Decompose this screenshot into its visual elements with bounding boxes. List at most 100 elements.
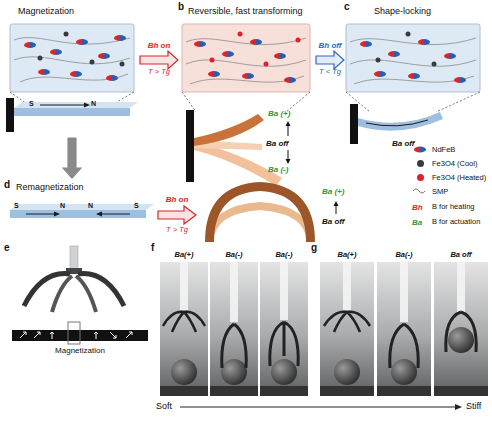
- panel-region: Shape-locking: [344, 4, 484, 134]
- arrow-head: [334, 201, 339, 206]
- fe3o4-cool: [38, 56, 43, 61]
- annotation-label: Ba (+): [268, 110, 290, 118]
- photo-frame: [434, 262, 488, 396]
- stage-base: [260, 386, 308, 396]
- fe3o4-cool: [376, 58, 381, 63]
- stage-base: [210, 386, 258, 396]
- annotation-label: Soft: [156, 402, 172, 411]
- ndfeb-particle: [76, 39, 88, 45]
- stage-base: [320, 386, 374, 396]
- annotation-label: N: [88, 202, 93, 209]
- legend-text: SMP: [432, 188, 448, 196]
- fe3o4-heated: [238, 32, 243, 37]
- fe3o4-cool: [432, 62, 437, 67]
- legend-swatch: [417, 174, 424, 181]
- photo-frame: [160, 262, 208, 396]
- gripper-closed: [270, 322, 298, 366]
- ndfeb-particle: [222, 51, 234, 57]
- fe3o4-cool: [90, 60, 95, 65]
- stiffness-arrow: [180, 406, 456, 407]
- annotation-label: Ba off: [266, 140, 289, 148]
- annotation-label: Ba off: [392, 140, 415, 148]
- ndfeb-particle: [388, 51, 400, 57]
- magnetization-arrow: [26, 214, 56, 215]
- annotation-label: Ba(+): [175, 251, 194, 259]
- photo-frame: [320, 262, 374, 396]
- annotation-label: Ba: [412, 219, 422, 227]
- gripper-closed: [222, 324, 247, 368]
- steel-ball: [221, 359, 247, 385]
- fe3o4-cool: [64, 32, 69, 37]
- arrow-head: [286, 159, 291, 164]
- arrow-head: [96, 212, 102, 217]
- heating-arrow: [158, 206, 196, 224]
- holder-tube: [280, 262, 288, 320]
- fe3o4-heated: [210, 58, 215, 63]
- arrow-head: [455, 404, 462, 410]
- magnetization-arrows: [20, 332, 132, 339]
- process-arrow: [140, 51, 178, 69]
- ndfeb-particle: [50, 49, 62, 55]
- holder-tube: [180, 262, 188, 310]
- annotation-label: Ba(+): [338, 251, 357, 259]
- annotation-label: Ba (-): [268, 166, 288, 174]
- clamp-wall: [350, 104, 358, 144]
- annotation-label: b: [178, 2, 184, 12]
- annotation-label: Magnetization: [55, 347, 105, 355]
- clamp-wall: [186, 110, 194, 182]
- process-arrow: [316, 51, 344, 69]
- legend-text: NdFeB: [432, 146, 455, 154]
- annotation-label: Ba(-): [225, 251, 242, 259]
- fe3o4-cool: [120, 62, 125, 67]
- zoom-line: [182, 92, 196, 112]
- zoom-line: [286, 92, 310, 112]
- legend-text: Fe3O4 (Heated): [432, 174, 486, 182]
- gripper-open: [163, 312, 205, 332]
- ndfeb-particle: [408, 73, 420, 79]
- panel-region: Reversible, fast transforming: [178, 4, 316, 174]
- photo-frame: [260, 262, 308, 396]
- legend-text: Fe3O4 (Cool): [432, 160, 477, 168]
- zoom-line: [436, 92, 480, 112]
- beam-up: [194, 114, 264, 146]
- ndfeb-particle: [194, 41, 206, 47]
- annotation-label: Ba(-): [395, 251, 412, 259]
- smp-fiber: [14, 57, 130, 64]
- fe3o4-cool: [406, 32, 411, 37]
- ndfeb-particle: [242, 73, 254, 79]
- annotation-label: Bh on: [166, 196, 189, 204]
- annotation-label: T > Tg: [148, 68, 170, 76]
- field-label: Bh off: [319, 42, 342, 50]
- ndfeb-particle: [374, 71, 386, 77]
- annotation-label: Bh: [412, 204, 423, 212]
- stage-base: [160, 386, 208, 396]
- annotation-label: Stiff: [466, 402, 481, 411]
- ndfeb-particle: [360, 41, 372, 47]
- legend-text: B for actuation: [432, 218, 480, 226]
- annotation-label: T > Tg: [166, 226, 188, 234]
- gripper-open: [324, 312, 370, 332]
- beam-front: [14, 108, 130, 116]
- arrow-head: [54, 212, 60, 217]
- annotation-label: S: [29, 100, 34, 107]
- ndfeb-particle: [250, 39, 262, 45]
- ndfeb-particle: [38, 69, 50, 75]
- holder-tube: [400, 262, 408, 322]
- annotation-label: e: [4, 243, 10, 253]
- panel-region: Remagnetization: [4, 178, 154, 233]
- annotation-label: Ba off: [322, 218, 345, 226]
- annotation-label: S: [134, 202, 139, 209]
- panel-title: Reversible, fast transforming: [188, 6, 303, 16]
- photo-frame: [377, 262, 431, 396]
- ndfeb-particle: [24, 42, 36, 48]
- panel-region: Magnetization: [4, 4, 140, 138]
- arrow-head: [286, 121, 291, 126]
- ndfeb-particle: [454, 77, 466, 83]
- ndfeb-particle: [98, 53, 110, 59]
- center-marker: [68, 322, 80, 344]
- lifted-ball: [448, 327, 474, 353]
- steel-ball: [391, 359, 417, 385]
- annotation-label: d: [4, 180, 10, 190]
